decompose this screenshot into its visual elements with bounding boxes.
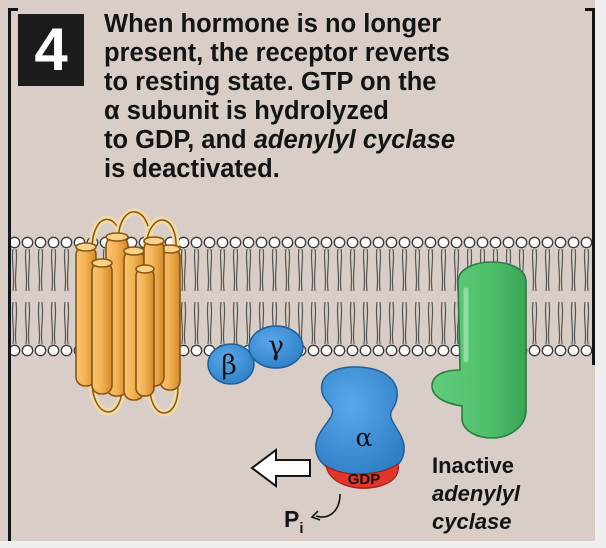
- helix-1-top: [75, 242, 97, 252]
- release-arrow-icon: [250, 448, 311, 488]
- phosphate-subscript: i: [299, 520, 303, 537]
- step-number-badge: 4: [18, 14, 84, 86]
- helix-4-top: [91, 258, 113, 268]
- hormone-receptor: [75, 208, 182, 417]
- helix-4: [91, 261, 113, 395]
- phosphate-release-curve: [315, 493, 341, 518]
- caption-line-4: α subunit is hydrolyzed: [104, 97, 574, 126]
- caption-alpha-symbol: α: [104, 97, 120, 125]
- caption-line-6: is deactivated.: [104, 155, 280, 183]
- step-caption: When hormone is no longer present, the r…: [104, 10, 574, 184]
- g-protein-alpha: α GDP: [315, 366, 405, 489]
- helix-5-top: [123, 246, 145, 256]
- enzyme-label: Inactive adenylyl cyclase: [432, 452, 520, 536]
- enzyme-label-line-2: adenylyl: [432, 481, 521, 506]
- frame-corner-right: [585, 8, 595, 11]
- alpha-label: α: [356, 423, 373, 452]
- gdp-molecule: [325, 463, 399, 489]
- caption-line-1: When hormone is no longer: [104, 10, 442, 38]
- caption-line-5-text: to GDP, and: [104, 126, 254, 154]
- gdp-label: GDP: [348, 471, 381, 488]
- caption-line-2: present, the receptor reverts: [104, 39, 450, 67]
- beta-subunit: [207, 343, 255, 385]
- caption-enzyme-name: adenylyl cyclase: [253, 126, 456, 154]
- phosphate-arrowhead-icon: [310, 510, 321, 521]
- frame-right-border: [592, 8, 595, 365]
- outer-margin-right: [595, 0, 606, 548]
- enzyme-label-line-3: cyclase: [432, 509, 512, 534]
- phosphate-label: Pi: [284, 506, 304, 537]
- g-protein-beta-gamma: β γ: [207, 325, 304, 385]
- helix-2-top: [105, 232, 129, 242]
- alpha-subunit: [315, 366, 405, 477]
- outer-margin-bottom: [0, 541, 606, 548]
- helix-6-top: [143, 236, 165, 246]
- helix-7-top: [135, 264, 155, 274]
- caption-line-4-text: subunit is hydrolyzed: [119, 97, 389, 125]
- helix-7: [135, 267, 155, 397]
- beta-label: β: [221, 350, 237, 381]
- adenylyl-cyclase-enzyme: [431, 261, 527, 439]
- phosphate-letter: P: [284, 506, 299, 532]
- gamma-label: γ: [268, 331, 284, 362]
- membrane-heads-outer: [11, 236, 592, 249]
- gamma-subunit: [248, 325, 304, 369]
- enzyme-label-line-1: Inactive: [432, 453, 514, 478]
- caption-line-5: to GDP, and adenylyl cyclase: [104, 126, 574, 155]
- caption-line-3: to resting state. GTP on the: [104, 68, 437, 96]
- frame-corner-left: [8, 8, 18, 11]
- frame-left-border: [8, 8, 11, 541]
